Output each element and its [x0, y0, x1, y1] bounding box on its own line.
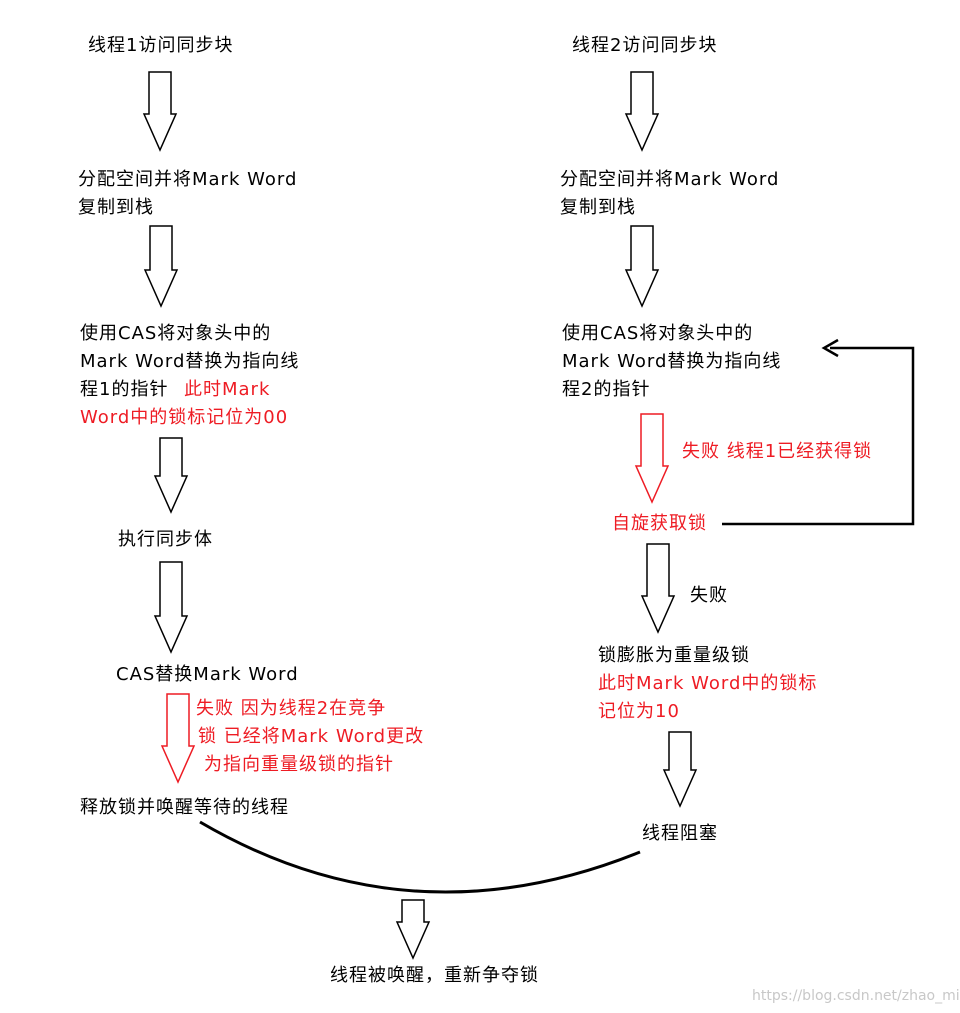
- right-cas-line3: 程2的指针: [562, 379, 651, 400]
- right-inflate-label: 锁膨胀为重量级锁: [598, 645, 750, 666]
- left-release: 释放锁并唤醒等待的线程: [80, 797, 289, 818]
- left-cas-line2: Mark Word替换为指向线: [80, 351, 300, 372]
- hollow-down-arrow-icon: [640, 543, 676, 634]
- right-cas-line2: Mark Word替换为指向线: [562, 351, 782, 372]
- hollow-down-arrow-icon: [153, 561, 189, 654]
- right-alloc-line1: 分配空间并将Mark Word: [560, 169, 780, 190]
- left-start-label: 线程1访问同步块: [88, 35, 234, 56]
- hollow-down-arrow-icon: [662, 731, 698, 808]
- watermark: https://blog.csdn.net/zhao_miao: [752, 988, 960, 1004]
- right-start-label: 线程2访问同步块: [572, 35, 718, 56]
- bottom-wake-label: 线程被唤醒，重新争夺锁: [330, 965, 539, 986]
- hollow-down-arrow-icon: [624, 225, 660, 308]
- left-fail-line1: 失败 因为线程2在竞争: [196, 698, 387, 719]
- right-inflate-note1: 此时Mark Word中的锁标: [598, 673, 818, 694]
- hollow-down-arrow-icon: [142, 71, 178, 152]
- left-cas-replace: CAS替换Mark Word: [116, 664, 299, 685]
- merge-curve: [199, 820, 641, 894]
- hollow-down-arrow-icon: [624, 71, 660, 152]
- left-fail-line3: 为指向重量级锁的指针: [204, 754, 394, 775]
- right-alloc-line2: 复制到栈: [560, 197, 636, 218]
- right-spin-label: 自旋获取锁: [612, 513, 707, 534]
- left-fail-line2: 锁 已经将Mark Word更改: [198, 726, 425, 747]
- hollow-down-arrow-icon: [143, 225, 179, 308]
- spin-loop-line: [722, 346, 915, 526]
- hollow-down-arrow-icon: [160, 693, 196, 784]
- down-arrows: [142, 71, 698, 960]
- left-cas-note-line4: Word中的锁标记位为00: [80, 407, 289, 428]
- right-fail-note: 失败 线程1已经获得锁: [682, 441, 873, 462]
- right-block-label: 线程阻塞: [642, 823, 718, 844]
- left-cas-line3: 程1的指针: [80, 379, 169, 400]
- right-fail2-label: 失败: [690, 585, 728, 606]
- left-exec-label: 执行同步体: [118, 529, 213, 550]
- right-inflate-note2: 记位为10: [598, 701, 680, 722]
- right-cas-line1: 使用CAS将对象头中的: [562, 323, 754, 344]
- left-alloc-line1: 分配空间并将Mark Word: [78, 169, 298, 190]
- left-alloc-line2: 复制到栈: [78, 197, 154, 218]
- hollow-down-arrow-icon: [153, 437, 189, 514]
- loop-back-arrow-icon: [821, 338, 839, 358]
- hollow-down-arrow-icon: [634, 413, 670, 504]
- left-cas-note: 此时Mark: [184, 379, 271, 400]
- hollow-down-arrow-icon: [395, 899, 431, 960]
- left-cas-line1: 使用CAS将对象头中的: [80, 323, 272, 344]
